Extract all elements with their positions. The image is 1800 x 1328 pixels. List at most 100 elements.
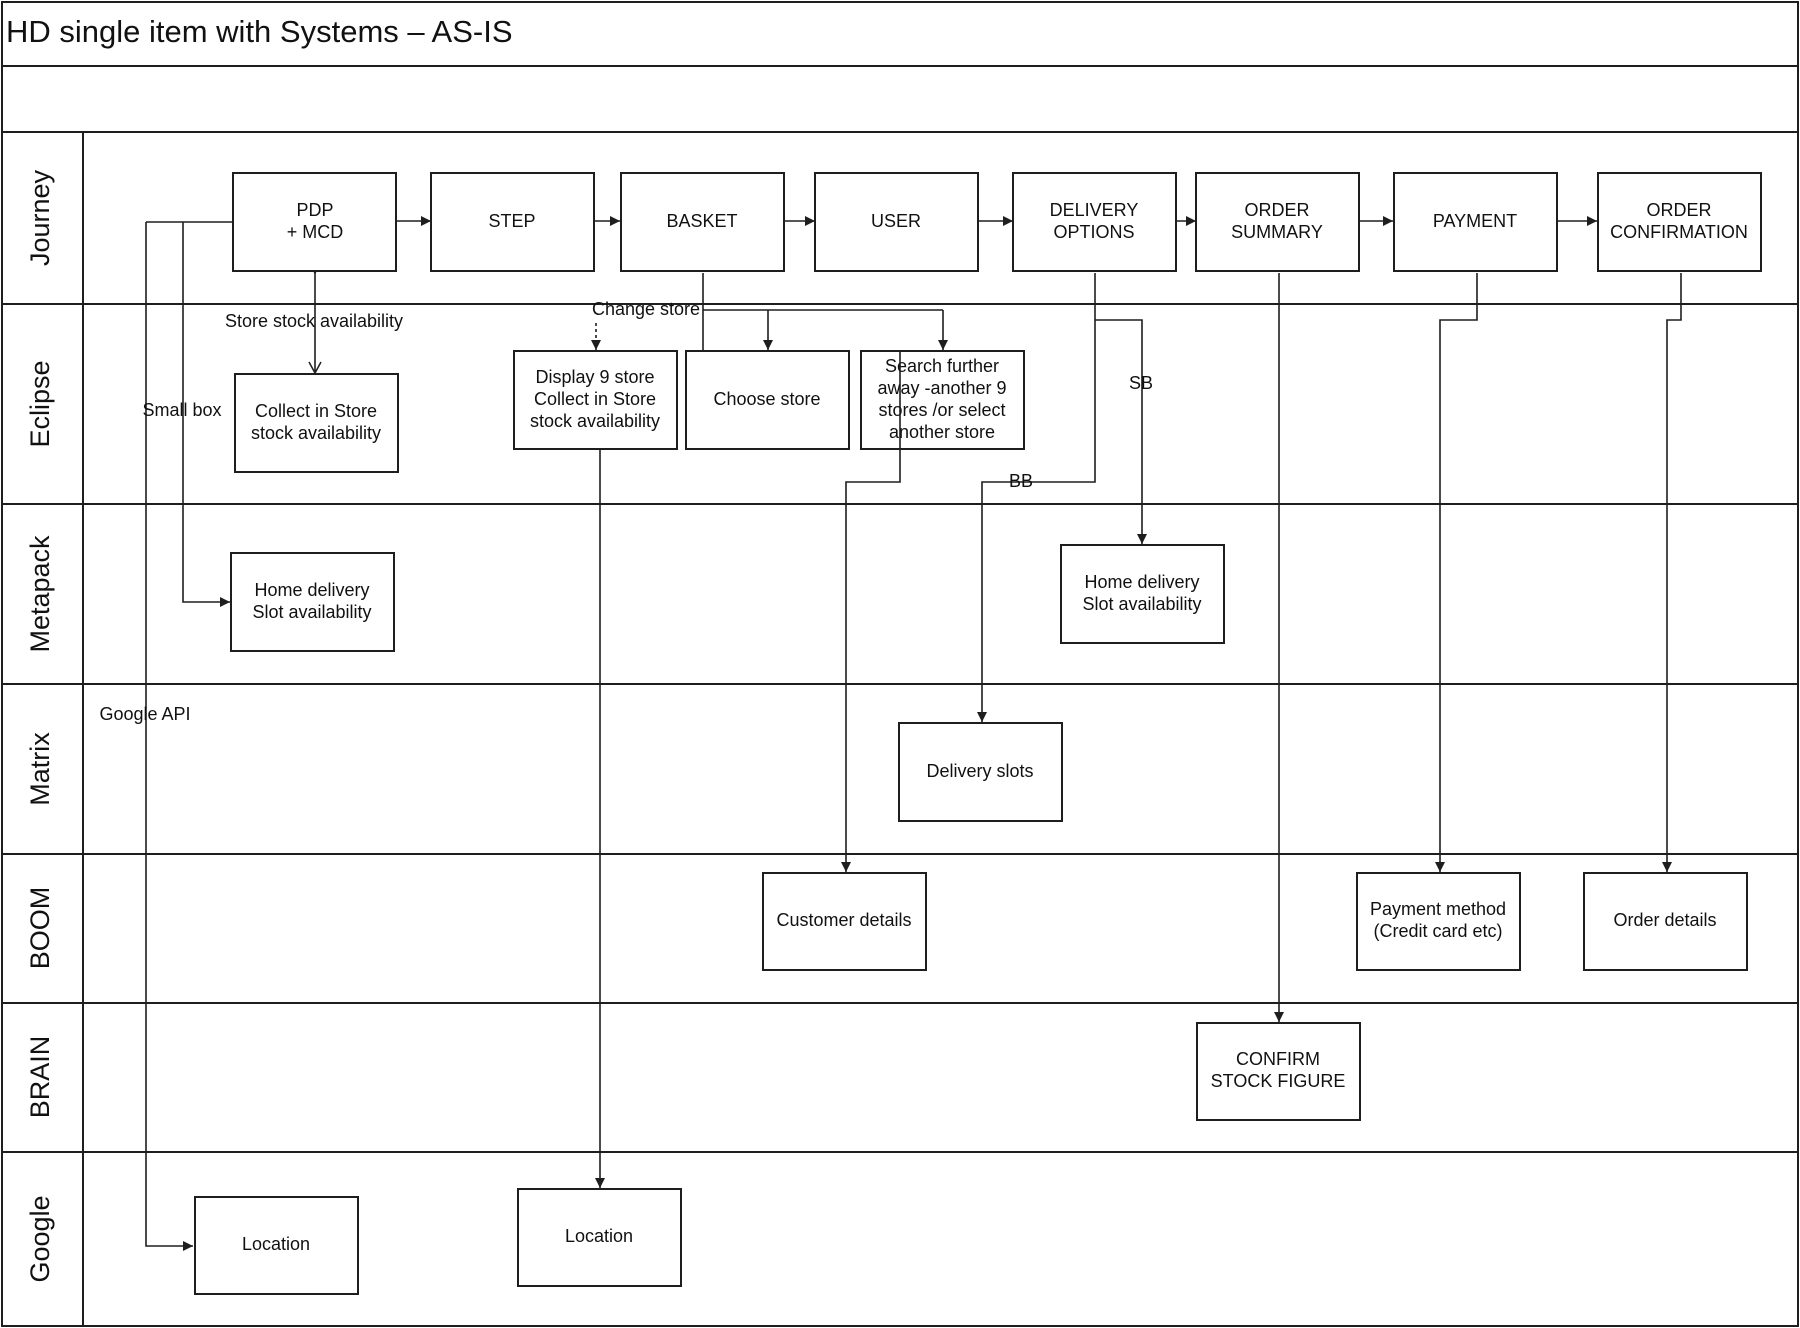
box-line: stock availability (251, 423, 381, 443)
delivery-slots-box: Delivery slots (898, 722, 1063, 822)
box-line: another store (889, 422, 995, 442)
svg-text:Delivery slots: Delivery slots (926, 761, 1033, 781)
box-line: Delivery slots (926, 761, 1033, 781)
bb-label: BB (1009, 471, 1033, 491)
box-line: CONFIRMATION (1610, 222, 1748, 242)
lane-label-eclipse: Eclipse (25, 360, 55, 447)
svg-text:Choose store: Choose store (713, 389, 820, 409)
svg-text:Location: Location (565, 1226, 633, 1246)
box-line: Slot availability (1082, 594, 1201, 614)
box-line: OPTIONS (1053, 222, 1134, 242)
google-api-connector (145, 222, 193, 1251)
lane-label-journey: Journey (25, 169, 55, 266)
payment-method-box: Payment method(Credit card etc) (1356, 872, 1521, 971)
location-box-1: Location (194, 1196, 359, 1295)
box-line: Slot availability (252, 602, 371, 622)
box-line: Display 9 store (535, 367, 654, 387)
lane-label-matrix: Matrix (25, 732, 55, 806)
bb-connector (977, 273, 1096, 722)
small-box-label: Small box (142, 400, 221, 420)
box-line: PAYMENT (1433, 211, 1517, 231)
choose-store-box: Choose store (685, 350, 850, 450)
journey-step-pdp: PDP+ MCD (232, 172, 397, 272)
box-line: DELIVERY (1050, 200, 1139, 220)
box-line: Location (242, 1234, 310, 1254)
journey-step-basket: BASKET (620, 172, 785, 272)
svg-text:PAYMENT: PAYMENT (1433, 211, 1517, 231)
location-box-2: Location (517, 1188, 682, 1287)
box-line: Home delivery (1084, 572, 1199, 592)
box-line: Collect in Store (534, 389, 656, 409)
svg-text:Location: Location (242, 1234, 310, 1254)
svg-text:BASKET: BASKET (666, 211, 737, 231)
to-customer-details-connector (841, 449, 901, 872)
box-line: Customer details (776, 910, 911, 930)
box-line: (Credit card etc) (1373, 921, 1502, 941)
box-line: ORDER (1244, 200, 1309, 220)
box-line: Payment method (1370, 899, 1506, 919)
box-line: Search further (885, 356, 999, 376)
journey-step-payment: PAYMENT (1393, 172, 1558, 272)
box-line: away -another 9 (877, 378, 1006, 398)
box-line: Collect in Store (255, 401, 377, 421)
order-details-box: Order details (1583, 872, 1748, 971)
box-line: STOCK FIGURE (1211, 1071, 1346, 1091)
svg-text:Customer details: Customer details (776, 910, 911, 930)
change-store-label: Change store (592, 299, 700, 319)
box-line: USER (871, 211, 921, 231)
lane-label-boom: BOOM (25, 887, 55, 970)
box-line: SUMMARY (1231, 222, 1323, 242)
payment-connector (1435, 273, 1478, 872)
journey-step-user: USER (814, 172, 979, 272)
box-line: ORDER (1646, 200, 1711, 220)
lane-label-metapack: Metapack (25, 535, 55, 653)
diagram-title: HD single item with Systems – AS-IS (6, 14, 513, 49)
box-line: stock availability (530, 411, 660, 431)
customer-details-box: Customer details (762, 872, 927, 971)
lane-label-brain: BRAIN (25, 1036, 55, 1119)
box-line: stores /or select (878, 400, 1005, 420)
order-confirmation-connector (1662, 273, 1682, 872)
box-line: STEP (488, 211, 535, 231)
svg-text:PDP+ MCD: PDP+ MCD (287, 200, 344, 242)
box-line: BASKET (666, 211, 737, 231)
box-line: + MCD (287, 222, 344, 242)
box-line: Location (565, 1226, 633, 1246)
svg-text:USER: USER (871, 211, 921, 231)
box-line: Home delivery (254, 580, 369, 600)
sb-label: SB (1129, 373, 1153, 393)
box-line: Order details (1613, 910, 1716, 930)
small-box-connector (182, 222, 230, 607)
box-line: Choose store (713, 389, 820, 409)
svg-text:Order details: Order details (1613, 910, 1716, 930)
svg-text:Payment method(Credit card etc: Payment method(Credit card etc) (1370, 899, 1506, 941)
box-line: CONFIRM (1236, 1049, 1320, 1069)
lane-label-google: Google (25, 1195, 55, 1282)
sb-connector (1095, 319, 1147, 544)
box-line: PDP (296, 200, 333, 220)
store-stock-availability-label: Store stock availability (225, 311, 403, 331)
google-api-label: Google API (99, 704, 190, 724)
journey-step-step: STEP (430, 172, 595, 272)
svg-text:STEP: STEP (488, 211, 535, 231)
